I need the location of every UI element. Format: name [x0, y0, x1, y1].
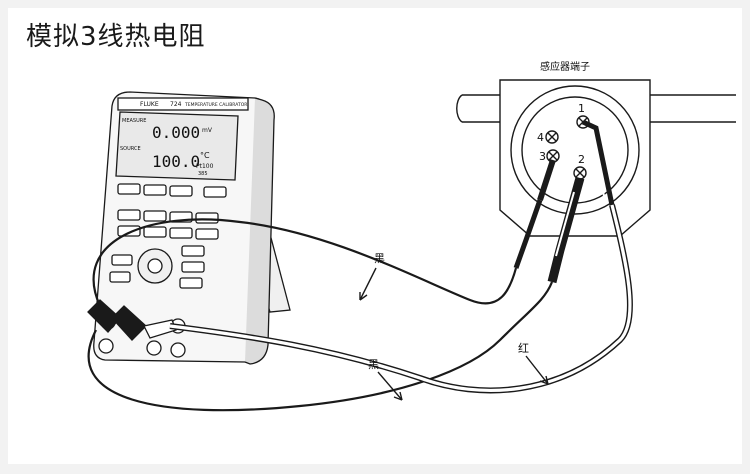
arrow-red — [525, 355, 549, 385]
terminal-4 — [545, 130, 559, 144]
terminal-label-1: 1 — [578, 102, 585, 115]
callout-arrows — [359, 267, 549, 401]
red-probe-clip — [581, 119, 615, 206]
black-probe-3-body — [513, 199, 543, 269]
meter-brand: FLUKE — [140, 101, 159, 108]
meter-jack — [170, 342, 186, 358]
meter-header — [117, 97, 249, 111]
page-title: 模拟3线热电阻 — [26, 22, 206, 52]
meter-buttons — [109, 183, 227, 289]
wire-label-black-2: 黑 — [368, 358, 379, 371]
meter-button — [169, 227, 193, 239]
black-clip-2 — [547, 176, 585, 284]
meter-jack — [146, 340, 162, 356]
meter-model-desc: TEMPERATURE CALIBRATOR — [184, 102, 247, 108]
meter-button — [181, 245, 205, 257]
terminal-label-2: 2 — [578, 153, 585, 166]
arrow-black-2 — [377, 371, 403, 401]
meter-screen — [115, 111, 239, 181]
meter-measure-value: 0.000 — [152, 123, 200, 142]
meter-button — [117, 183, 141, 195]
meter-source-label: SOURCE — [120, 146, 141, 152]
wires — [87, 204, 633, 412]
meter-source-sub2: 385 — [198, 171, 208, 177]
black-wire-2 — [87, 281, 554, 412]
black-clip-2-highlight — [555, 191, 575, 257]
meter-source-sub: Pt100 — [196, 163, 214, 170]
meter-button — [195, 212, 219, 224]
meter-button — [143, 210, 167, 222]
arrow-red-head — [539, 375, 549, 385]
meter-button — [169, 185, 193, 197]
arrow-black-2-head — [393, 391, 403, 401]
meter-measure-label: MEASURE — [122, 118, 146, 124]
meter-side — [244, 97, 275, 365]
arrow-black-1 — [359, 267, 377, 301]
meter-source-value: 100.0 — [152, 152, 200, 171]
meter-model: 724 — [170, 101, 182, 108]
meter-button — [143, 184, 167, 196]
meter-source-unit: °C — [200, 151, 210, 160]
meter-button — [117, 209, 141, 221]
terminal-3 — [546, 149, 560, 163]
meter-button — [109, 271, 131, 283]
meter-jack — [98, 338, 114, 354]
meter-button — [111, 254, 133, 266]
black-probe-3 — [537, 159, 556, 201]
meter-button — [195, 228, 219, 240]
terminal-label-4: 4 — [537, 131, 544, 144]
meter-button — [143, 226, 167, 238]
meter-button — [181, 261, 205, 273]
meter-measure-unit: mV — [202, 127, 213, 134]
red-wire-inner — [169, 204, 632, 393]
red-probe-highlight — [589, 129, 605, 197]
wire-label-red: 红 — [518, 342, 529, 355]
pipe-left-end — [456, 94, 463, 123]
meter-button — [203, 186, 227, 198]
meter-button — [179, 277, 203, 289]
meter-button — [117, 225, 141, 237]
meter-plug-red — [143, 319, 177, 339]
black-wire-1 — [92, 218, 518, 307]
sensor-label: 感应器端子 — [540, 60, 590, 73]
arrow-black-1-head — [359, 292, 368, 301]
sensor-assembly — [456, 79, 736, 284]
wire-label-black-1: 黑 — [374, 252, 385, 265]
terminal-label-3: 3 — [539, 150, 546, 163]
meter-dpad-center — [147, 258, 163, 274]
calibrator-meter — [87, 91, 291, 365]
